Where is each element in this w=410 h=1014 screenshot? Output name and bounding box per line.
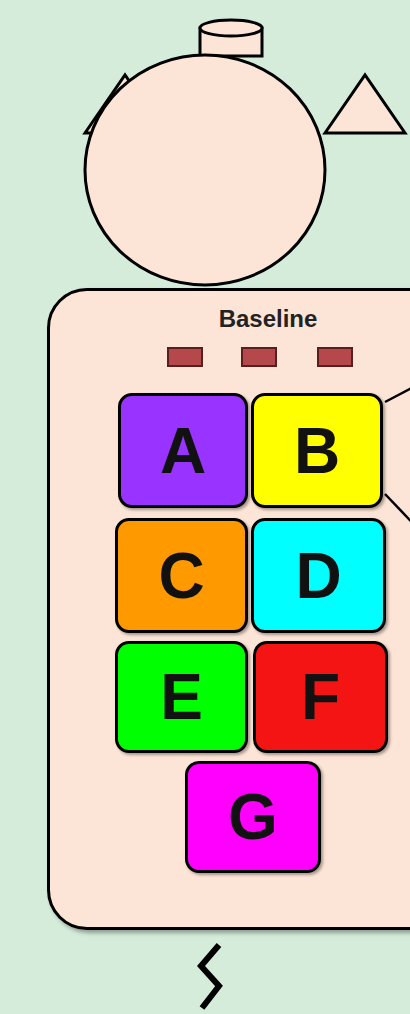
right-ear <box>325 75 405 133</box>
letter-box: G <box>185 761 321 873</box>
cap-top <box>200 20 262 36</box>
indicator-rect <box>242 348 276 366</box>
letter-box: C <box>115 518 248 633</box>
letter-box: B <box>251 393 383 508</box>
callout-line <box>385 494 410 538</box>
letter-box: F <box>253 641 388 753</box>
box-letter: G <box>228 785 278 849</box>
box-letter: A <box>160 419 206 483</box>
callout-line <box>385 380 410 402</box>
head <box>85 55 325 285</box>
box-letter: F <box>301 665 340 729</box>
indicator-rect <box>168 348 202 366</box>
box-letter: B <box>294 419 340 483</box>
box-letter: D <box>295 544 341 608</box>
letter-box: D <box>251 518 386 633</box>
tail-squiggle <box>201 945 219 1008</box>
letter-box: A <box>118 393 248 508</box>
letter-box: E <box>115 641 248 753</box>
box-letter: C <box>158 544 204 608</box>
body-shape: BaselineA B C D E FG <box>47 288 410 930</box>
body-label: Baseline <box>219 307 318 331</box>
indicator-rect <box>318 348 352 366</box>
box-letter: E <box>160 665 203 729</box>
